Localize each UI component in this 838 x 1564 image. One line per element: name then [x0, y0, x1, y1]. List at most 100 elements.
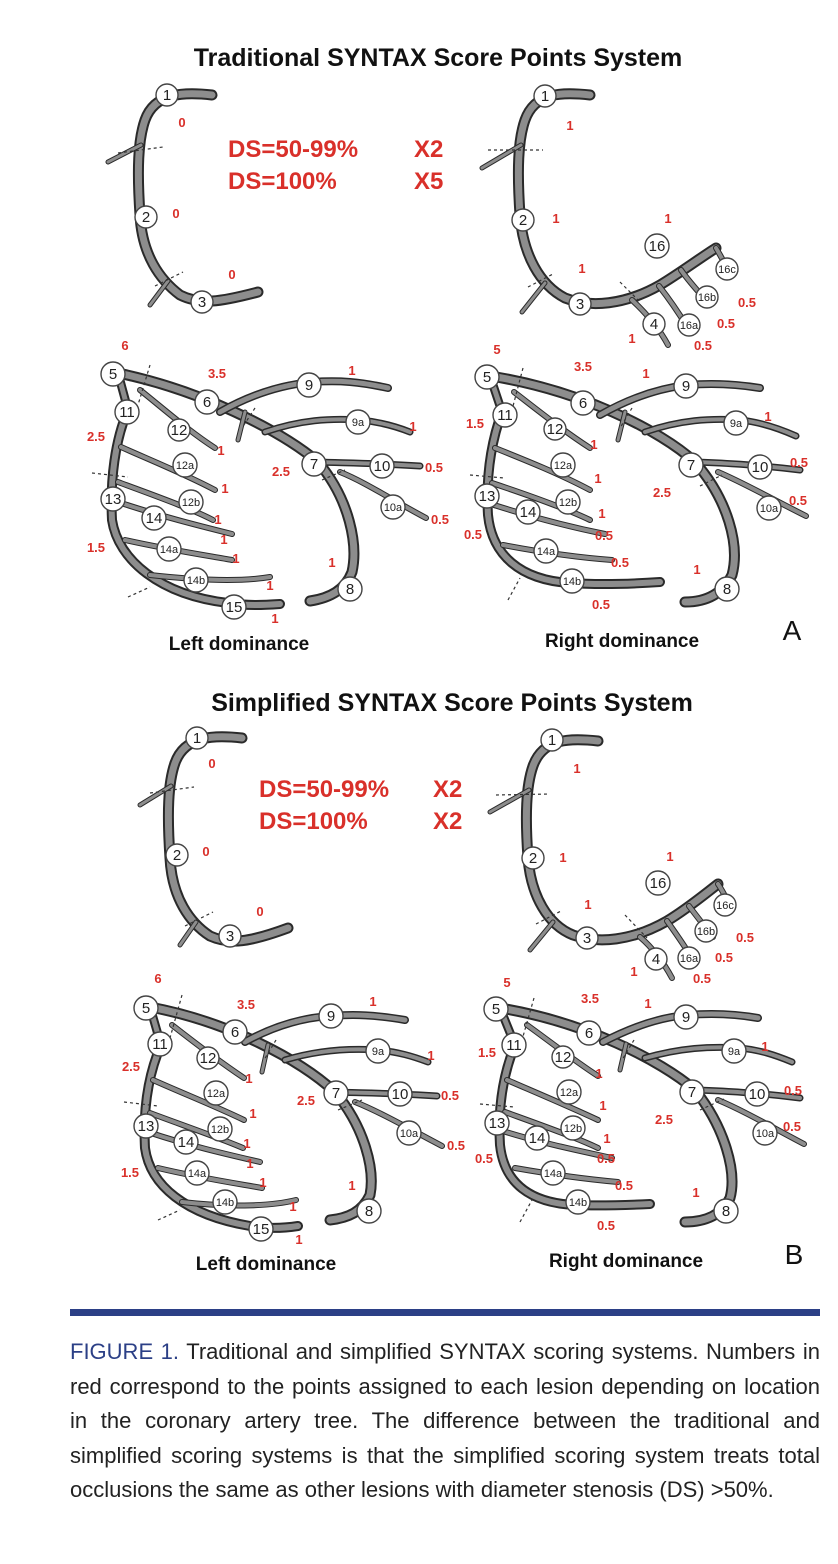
- segment-14a: 14a: [184, 1160, 210, 1186]
- svg-text:14a: 14a: [537, 546, 556, 558]
- svg-text:1: 1: [548, 732, 556, 749]
- points-segment-15: 1: [271, 611, 278, 626]
- segment-6: 6: [222, 1019, 248, 1045]
- points-segment-14b: 1: [289, 1199, 296, 1214]
- panel-title: Simplified SYNTAX Score Points System: [211, 689, 693, 717]
- points-segment-8: 1: [348, 1178, 355, 1193]
- svg-text:6: 6: [579, 395, 587, 412]
- svg-text:9: 9: [682, 378, 690, 395]
- svg-text:10: 10: [374, 458, 391, 475]
- right-dominance-label: Right dominance: [545, 631, 699, 652]
- points-segment-12a: 1: [594, 471, 601, 486]
- points-segment-8: 1: [692, 1185, 699, 1200]
- segment-1: 1: [185, 726, 209, 750]
- segment-14: 14: [515, 499, 541, 525]
- points-segment-16c: 0.5: [736, 930, 754, 945]
- rule-partial-label: DS=50-99%: [228, 136, 358, 163]
- points-segment-6: 3.5: [574, 359, 592, 374]
- svg-text:14: 14: [520, 504, 537, 521]
- points-segment-10a: 0.5: [431, 512, 449, 527]
- segment-13: 13: [133, 1113, 159, 1139]
- segment-6: 6: [194, 389, 220, 415]
- points-segment-12a: 1: [249, 1106, 256, 1121]
- svg-text:10a: 10a: [384, 502, 403, 514]
- caption-divider: [70, 1309, 820, 1316]
- points-segment-14a: 1: [259, 1175, 266, 1190]
- segment-12a: 12a: [550, 452, 576, 478]
- svg-text:16b: 16b: [697, 926, 715, 938]
- segment-10a: 10a: [752, 1120, 778, 1146]
- right-dominance-label: Right dominance: [549, 1251, 703, 1272]
- rule-total-label: DS=100%: [228, 168, 337, 195]
- segment-6: 6: [576, 1020, 602, 1046]
- points-segment-2: 0: [202, 844, 209, 859]
- svg-text:13: 13: [138, 1118, 155, 1135]
- points-segment-12b: 1: [598, 506, 605, 521]
- svg-text:16: 16: [650, 875, 667, 892]
- lca-vessels: [469, 367, 809, 608]
- segment-12b: 12b: [207, 1116, 233, 1142]
- points-segment-5: 5: [493, 342, 500, 357]
- points-segment-9a: 1: [409, 419, 416, 434]
- points-segment-14b: 0.5: [597, 1218, 615, 1233]
- points-segment-6: 3.5: [208, 366, 226, 381]
- points-segment-11: 1.5: [478, 1045, 496, 1060]
- svg-text:1: 1: [193, 730, 201, 747]
- svg-text:12a: 12a: [554, 460, 573, 472]
- svg-text:6: 6: [203, 394, 211, 411]
- svg-text:12b: 12b: [182, 497, 200, 509]
- segment-1: 1: [533, 84, 557, 108]
- points-segment-14a: 0.5: [611, 555, 629, 570]
- rca-left-dominance: 1 2 3 0 0 0: [137, 726, 294, 948]
- svg-text:12a: 12a: [176, 460, 195, 472]
- segment-13: 13: [484, 1110, 510, 1136]
- svg-text:3: 3: [576, 296, 584, 313]
- svg-text:5: 5: [109, 366, 117, 383]
- segment-9a: 9a: [721, 1038, 747, 1064]
- points-segment-12: 1: [595, 1066, 602, 1081]
- points-segment-11: 2.5: [122, 1059, 140, 1074]
- svg-text:5: 5: [492, 1001, 500, 1018]
- svg-text:9: 9: [327, 1008, 335, 1025]
- segment-15: 15: [221, 594, 247, 620]
- points-segment-16b: 0.5: [717, 316, 735, 331]
- segment-10: 10: [744, 1081, 770, 1107]
- points-segment-4: 1: [628, 331, 635, 346]
- segment-10: 10: [387, 1081, 413, 1107]
- segment-16a: 16a: [677, 946, 701, 970]
- lca-vessels: [479, 997, 807, 1228]
- svg-text:9a: 9a: [728, 1046, 741, 1058]
- svg-text:2: 2: [519, 212, 527, 229]
- panel-traditional: Traditional SYNTAX Score Points System D…: [87, 44, 809, 655]
- segment-9: 9: [318, 1003, 344, 1029]
- segment-14b: 14b: [183, 567, 209, 593]
- points-segment-1: 1: [573, 761, 580, 776]
- points-segment-7: 2.5: [655, 1112, 673, 1127]
- svg-text:12a: 12a: [560, 1087, 579, 1099]
- segment-9: 9: [673, 373, 699, 399]
- segment-14: 14: [524, 1125, 550, 1151]
- segment-7: 7: [323, 1080, 349, 1106]
- svg-text:3: 3: [583, 930, 591, 947]
- points-segment-16c: 0.5: [738, 295, 756, 310]
- segment-4: 4: [644, 947, 668, 971]
- svg-text:8: 8: [365, 1203, 373, 1220]
- svg-text:8: 8: [722, 1203, 730, 1220]
- caption-label: FIGURE 1.: [70, 1339, 180, 1364]
- segment-12: 12: [543, 417, 567, 441]
- svg-text:14: 14: [529, 1130, 546, 1147]
- segment-9a: 9a: [365, 1038, 391, 1064]
- svg-text:10a: 10a: [400, 1128, 419, 1140]
- svg-text:12b: 12b: [564, 1123, 582, 1135]
- svg-text:9a: 9a: [730, 418, 743, 430]
- segment-10: 10: [369, 453, 395, 479]
- svg-text:5: 5: [483, 369, 491, 386]
- rule-total-multiplier: X5: [414, 168, 443, 195]
- svg-text:14b: 14b: [216, 1197, 234, 1209]
- svg-text:5: 5: [142, 1000, 150, 1017]
- points-segment-14a: 0.5: [615, 1178, 633, 1193]
- svg-text:12a: 12a: [207, 1088, 226, 1100]
- points-segment-12a: 1: [221, 481, 228, 496]
- segment-16b: 16b: [694, 919, 718, 943]
- points-segment-11: 2.5: [87, 429, 105, 444]
